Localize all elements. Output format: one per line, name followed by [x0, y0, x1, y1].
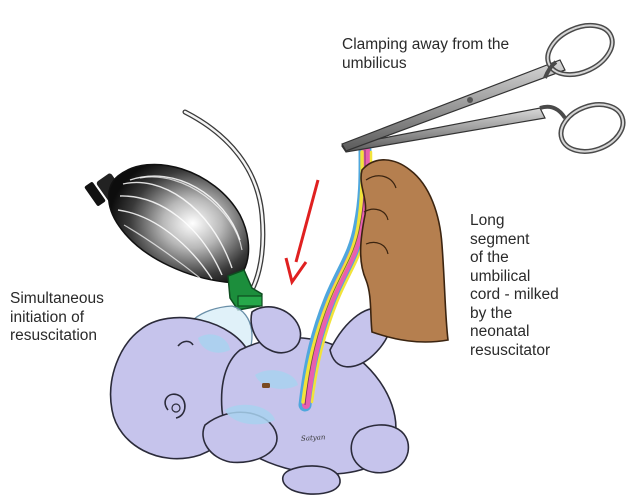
label-long-segment: Long segment of the umbilical cord - mil… — [470, 212, 559, 360]
label-line: Long — [470, 212, 559, 231]
artist-signature: Satyan — [301, 433, 326, 443]
label-clamping: Clamping away from the umbilicus — [342, 36, 509, 73]
hand-icon — [361, 160, 448, 342]
label-line: Clamping away from the — [342, 36, 509, 55]
label-line: Simultaneous — [10, 290, 104, 309]
label-line: initiation of — [10, 309, 104, 328]
label-line: umbilicus — [342, 55, 509, 74]
label-line: umbilical — [470, 268, 559, 287]
label-line: by the — [470, 305, 559, 324]
label-line: of the — [470, 249, 559, 268]
label-line: neonatal — [470, 323, 559, 342]
label-line: resuscitator — [470, 342, 559, 361]
label-simultaneous: Simultaneous initiation of resuscitation — [10, 290, 104, 346]
label-line: resuscitation — [10, 327, 104, 346]
label-line: cord - milked — [470, 286, 559, 305]
arrow-icon — [286, 180, 318, 282]
resuscitation-bag-icon — [84, 164, 249, 282]
label-line: segment — [470, 231, 559, 250]
baby-icon — [111, 307, 409, 494]
